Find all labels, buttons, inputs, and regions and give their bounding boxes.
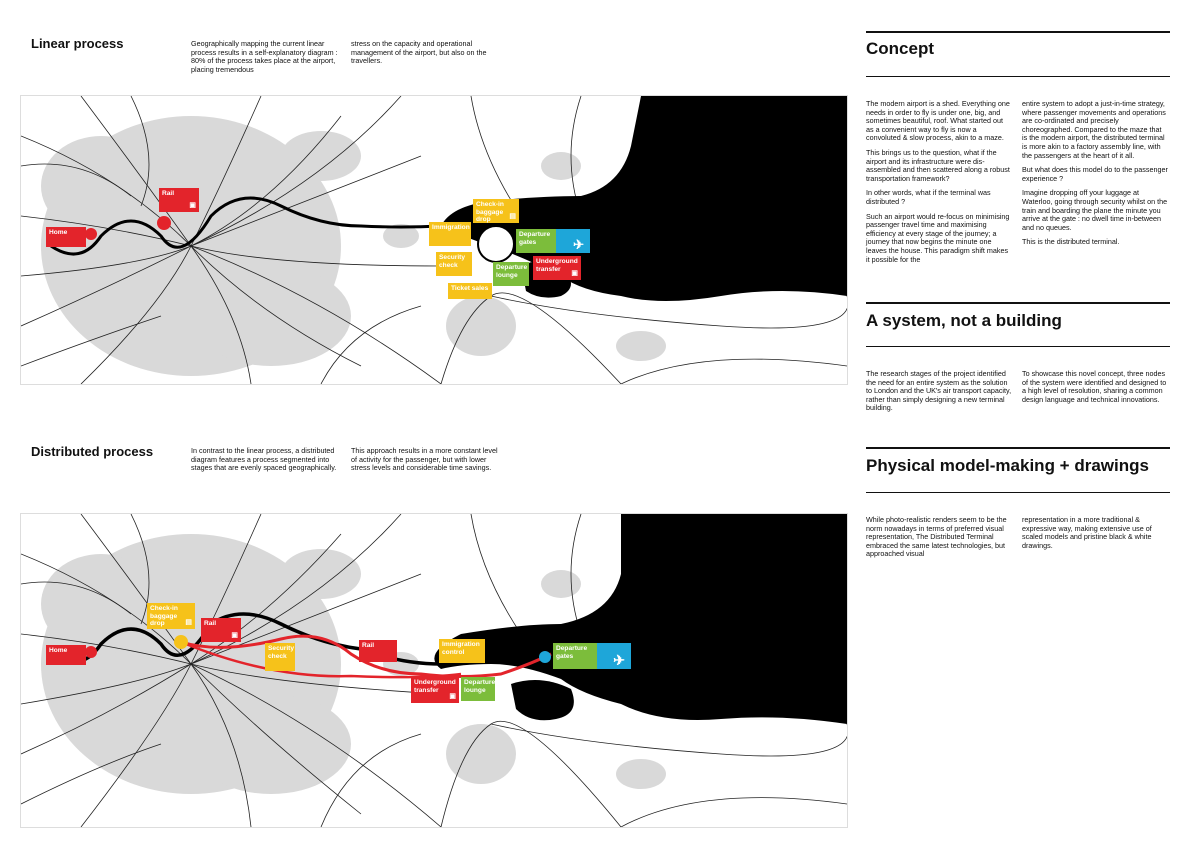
distributed-text-1: In contrast to the linear process, a dis… [191,446,337,473]
tag-immigration-label: Immigration [432,224,470,231]
tag-lounge-label: Departure lounge [496,264,528,279]
tag-immigration-2-label: Immigration control [442,641,480,656]
tag-lounge-2-label: Departure lounge [464,679,496,694]
train-icon: ▣ [449,693,456,701]
model-p2: representation in a more traditional & e… [1022,515,1152,550]
tag-home-2: Home [46,645,86,665]
tag-gates-2: Departure gates [553,643,597,669]
tag-rail-2b-label: Rail [362,642,375,649]
tag-rail: Rail ▣ [159,188,199,212]
tag-checkin-2: Check-in baggage drop ▤ [147,603,195,629]
tag-rail-2a-label: Rail [204,620,217,627]
concept-p1: The modern airport is a shed. Everything… [866,99,1010,143]
tag-rail-2b: Rail [359,640,397,662]
tag-security-2-label: Security check [268,645,295,660]
tag-home-label: Home [49,229,68,236]
concept-p8: This is the distributed terminal. [1022,237,1120,247]
model-col-2: representation in a more traditional & e… [1022,515,1168,556]
airplane-icon: ✈ [613,652,625,669]
tag-airplane-2: ✈ [597,643,631,669]
distributed-process-heading: Distributed process [31,444,154,459]
tag-checkin-label: Check-in baggage drop [476,201,504,224]
tag-underground-2-label: Underground transfer [414,679,456,694]
linear-process-map: Home Rail ▣ Check-in baggage drop ▤ Immigr… [20,95,848,385]
tag-ticket-label: Ticket sales [451,285,489,292]
linear-text-2: stress on the capacity and operational m… [351,39,487,66]
system-title: A system, not a building [866,311,1062,330]
concept-top-rule [866,31,1170,33]
system-p1: The research stages of the project ident… [866,369,1012,413]
concept-p4: Such an airport would re-focus on minimi… [866,211,1010,264]
tag-home: Home [46,227,86,247]
suitcase-icon: ▤ [509,213,516,221]
tag-underground-label: Underground transfer [536,258,578,273]
train-icon: ▣ [189,202,196,210]
system-bottom-rule [866,346,1170,347]
system-p2: To showcase this novel concept, three no… [1022,369,1167,404]
tag-immigration: Immigration [429,222,471,246]
tag-gates-2-label: Departure gates [556,645,588,660]
tag-underground-2: Underground transfer▣ [411,677,459,703]
system-top-rule [866,302,1170,304]
train-icon: ▣ [571,270,578,278]
suitcase-icon: ▤ [185,619,192,627]
tag-lounge-2: Departure lounge [461,677,495,701]
tag-security-2: Security check [265,643,295,671]
concept-p2: This brings us to the question, what if … [866,147,1010,183]
system-col-2: To showcase this novel concept, three no… [1022,369,1168,410]
concept-bottom-rule [866,76,1170,77]
tag-checkin-2-label: Check-in baggage drop [150,605,178,628]
linear-process-heading: Linear process [31,36,124,51]
tag-gates: Departure gates [516,229,556,253]
model-col-1: While photo-realistic renders seem to be… [866,515,1012,565]
tag-ticket: Ticket sales [448,283,492,299]
tag-underground: Underground transfer▣ [533,256,581,280]
model-bottom-rule [866,492,1170,493]
concept-col-1: The modern airport is a shed. Everything… [866,99,1012,270]
model-title: Physical model-making + drawings [866,456,1149,475]
concept-p6: But what does this model do to the passe… [1022,165,1168,183]
concept-p3: In other words, what if the terminal was… [866,188,991,206]
distributed-map-graphic [21,514,847,827]
tag-lounge: Departure lounge [493,262,529,286]
linear-text-1: Geographically mapping the current linea… [191,39,338,74]
concept-p7: Imagine dropping off your luggage at Wat… [1022,188,1168,232]
distributed-process-map: Home Check-in baggage drop ▤ Rail ▣ Securi… [20,513,848,828]
tag-airplane: ✈ [556,229,590,253]
tag-immigration-2: Immigration control [439,639,485,663]
tag-checkin: Check-in baggage drop ▤ [473,199,519,223]
tag-rail-label: Rail [162,190,175,197]
concept-title: Concept [866,39,934,58]
concept-col-2: entire system to adopt a just-in-time st… [1022,99,1168,253]
tag-rail-2a: Rail ▣ [201,618,241,642]
system-col-1: The research stages of the project ident… [866,369,1012,419]
distributed-text-2: This approach results in a more constant… [351,446,498,473]
tag-security: Security check [436,252,472,276]
model-p1: While photo-realistic renders seem to be… [866,515,1007,559]
model-top-rule [866,447,1170,449]
tag-gates-label: Departure gates [519,231,551,246]
airplane-icon: ✈ [573,237,584,253]
tag-security-label: Security check [439,254,466,269]
train-icon: ▣ [231,632,238,640]
tag-home-2-label: Home [49,647,68,654]
concept-p5: entire system to adopt a just-in-time st… [1022,99,1166,160]
